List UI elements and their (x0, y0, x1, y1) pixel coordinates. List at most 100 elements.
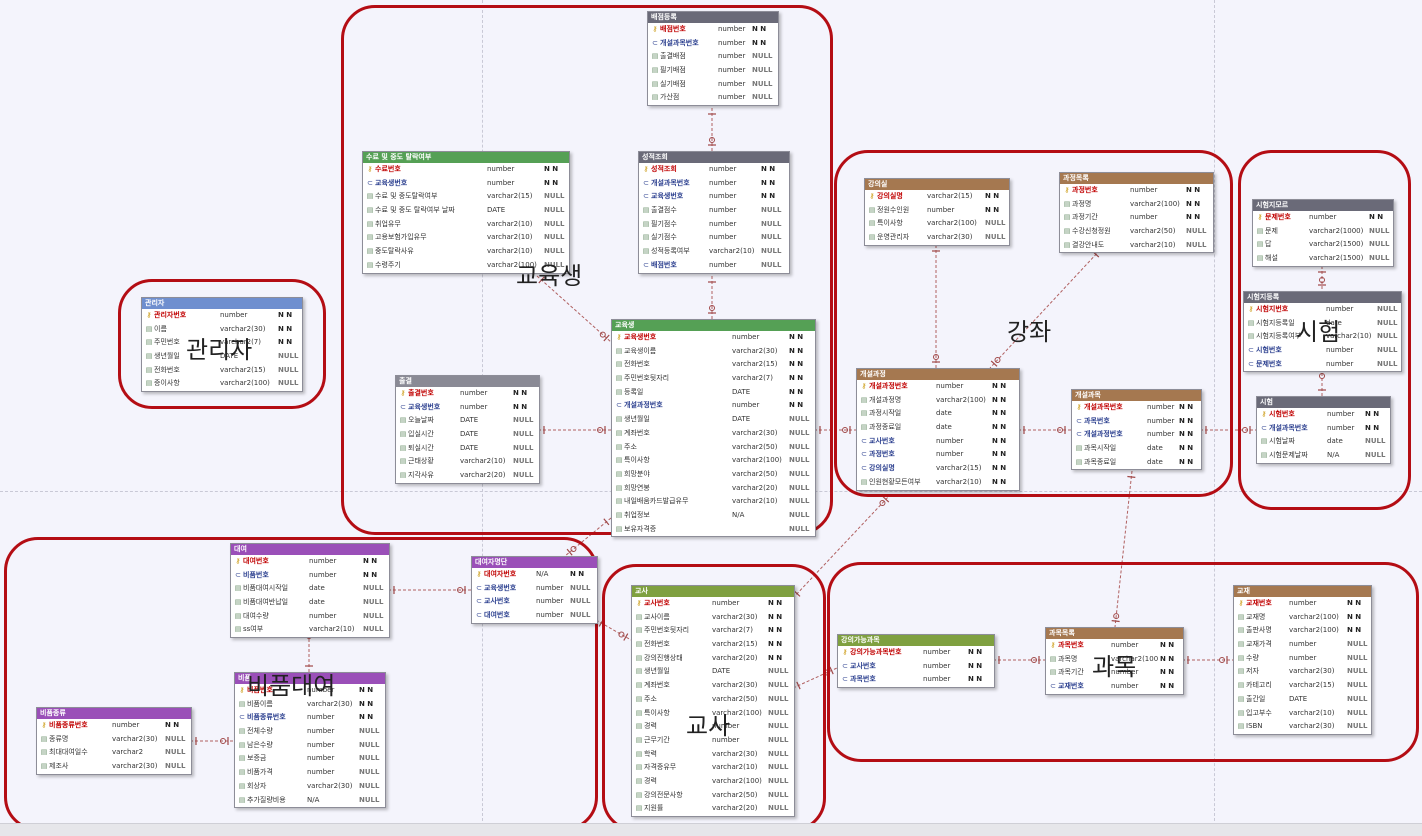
table-title[interactable]: 대여자명단 (472, 557, 597, 568)
table-title[interactable]: 대여 (231, 544, 389, 555)
table-title[interactable]: 과정목록 (1060, 173, 1213, 184)
table-title[interactable]: 교재 (1234, 586, 1371, 597)
table-title[interactable]: 수료 및 중도 탈락여부 (363, 152, 569, 163)
table-title[interactable]: 관리자 (142, 298, 302, 309)
table-title[interactable]: 과목목록 (1046, 628, 1183, 639)
horizontal-scrollbar[interactable] (0, 823, 1422, 836)
table-title[interactable]: 시험지등록 (1244, 292, 1401, 303)
table-title[interactable]: 강의실 (865, 179, 1009, 190)
table-title[interactable]: 교육생 (612, 320, 815, 331)
